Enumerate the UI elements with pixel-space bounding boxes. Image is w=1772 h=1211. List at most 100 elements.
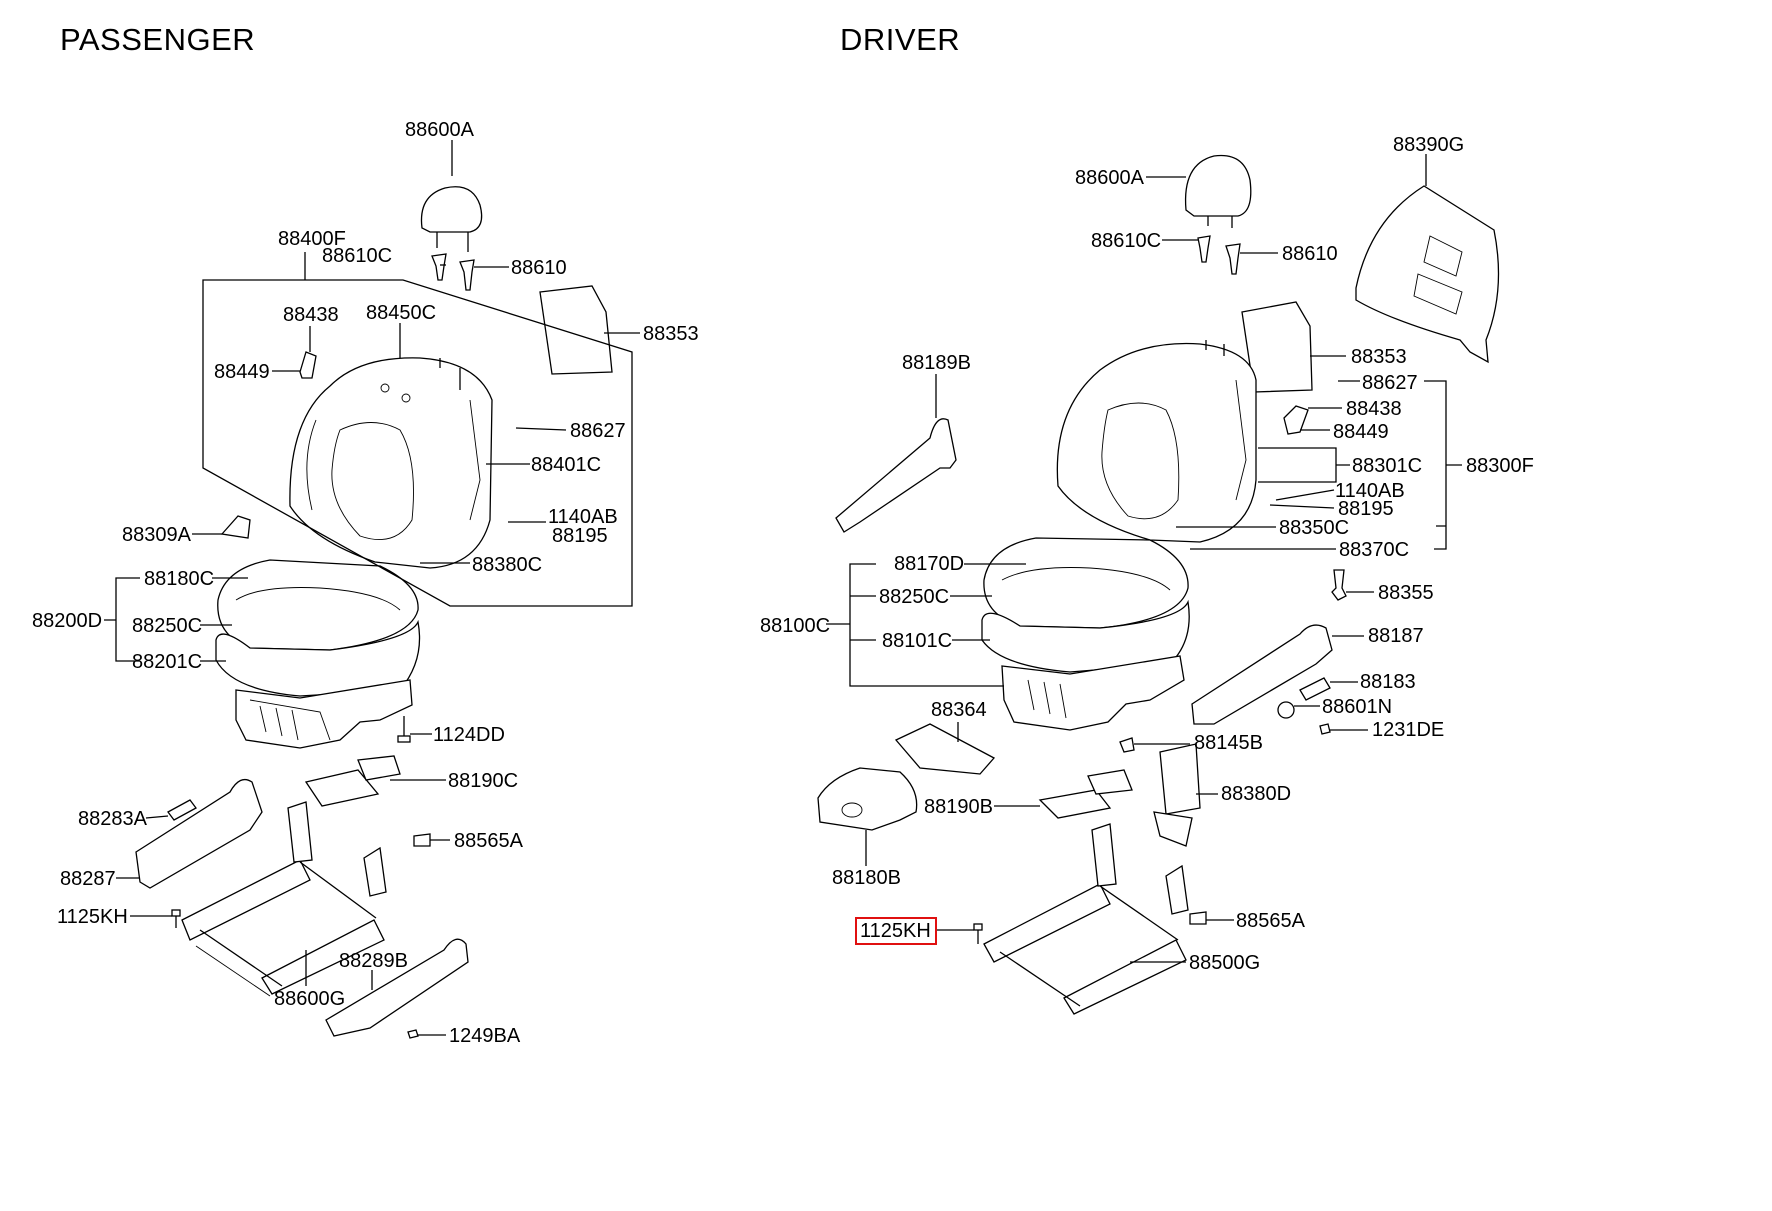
label-88183: 88183: [1360, 671, 1416, 693]
label-d-1125KH: 1125KH: [860, 920, 931, 942]
p-headrest: [420, 186, 483, 252]
highlight-box-1125KH: [855, 917, 937, 945]
label-88370C: 88370C: [1339, 539, 1409, 561]
label-88600A: 88600A: [405, 119, 475, 141]
d-knob-88601N: [1277, 701, 1295, 719]
label-88380D: 88380D: [1221, 783, 1291, 805]
label-88250C: 88250C: [132, 615, 202, 637]
label-88283A: 88283A: [78, 808, 148, 830]
p-pad-88190C: [304, 755, 401, 807]
p-back-panel: [539, 285, 613, 375]
label-88301C: 88301C: [1352, 455, 1422, 477]
passenger-assembly: [104, 186, 633, 1039]
label-88400F: 88400F: [278, 228, 346, 250]
label-1124DD: 1124DD: [433, 724, 505, 746]
passenger-title: PASSENGER: [60, 22, 256, 57]
label-88390G: 88390G: [1393, 134, 1464, 156]
driver-assembly: [817, 154, 1500, 1015]
p-seat-back: [289, 357, 493, 569]
d-pad-88190B: [1038, 769, 1133, 819]
label-88195: 88195: [552, 525, 608, 547]
label-88610: 88610: [511, 257, 567, 279]
label-88190C: 88190C: [448, 770, 518, 792]
label-88180C: 88180C: [144, 568, 214, 590]
label-88187: 88187: [1368, 625, 1424, 647]
label-88100C: 88100C: [760, 615, 830, 637]
passenger-labels: 88600A 88400F 88610C 88610 88353 88438 8…: [32, 119, 699, 1047]
label-88565A: 88565A: [454, 830, 524, 852]
label-d-88610: 88610: [1282, 243, 1338, 265]
label-88500G: 88500G: [1189, 952, 1260, 974]
label-1140AB: 1140AB: [548, 506, 618, 528]
label-1125KH: 1125KH: [57, 906, 128, 928]
d-clip-88565A: [1189, 911, 1207, 925]
label-88309A: 88309A: [122, 524, 192, 546]
p-88200D-bracket: [104, 577, 140, 662]
label-88610C: 88610C: [322, 245, 392, 267]
label-88401C: 88401C: [531, 454, 601, 476]
passenger-leaders: [116, 140, 640, 1036]
d-seat-cushion: [981, 537, 1190, 731]
d-cover-88183: [1299, 677, 1331, 701]
label-d-88565A: 88565A: [1236, 910, 1306, 932]
d-88100C-bracket: [826, 563, 1004, 687]
d-seat-back: [1056, 340, 1257, 543]
label-d-88610C: 88610C: [1091, 230, 1161, 252]
label-d-88195: 88195: [1338, 498, 1394, 520]
label-d-88250C: 88250C: [879, 586, 949, 608]
label-88353: 88353: [643, 323, 699, 345]
d-headrest: [1184, 154, 1252, 228]
driver-title: DRIVER: [840, 22, 961, 57]
label-88300F: 88300F: [1466, 455, 1534, 477]
p-bolt-1125KH: [171, 909, 181, 928]
p-seat-cushion: [215, 559, 421, 749]
d-shield-88187: [1191, 624, 1333, 725]
d-screw-1231DE: [1319, 723, 1331, 735]
label-88438: 88438: [283, 304, 339, 326]
label-d-88600A: 88600A: [1075, 167, 1145, 189]
label-88287: 88287: [60, 868, 116, 890]
d-pad-88180B: [817, 767, 918, 831]
d-88301C-bracket: [1258, 447, 1350, 483]
p-bolt-1124DD: [397, 716, 411, 743]
label-1231DE: 1231DE: [1372, 719, 1444, 741]
p-clip-88565A: [413, 833, 431, 847]
label-1249BA: 1249BA: [449, 1025, 521, 1047]
label-88145B: 88145B: [1194, 732, 1263, 754]
p-clip-88283A: [167, 799, 197, 821]
label-88170D: 88170D: [894, 553, 964, 575]
label-88380C: 88380C: [472, 554, 542, 576]
d-cover-88189B: [835, 418, 957, 533]
label-d-88353: 88353: [1351, 346, 1407, 368]
label-d-1140AB: 1140AB: [1335, 480, 1405, 502]
label-88449: 88449: [214, 361, 270, 383]
label-88355: 88355: [1378, 582, 1434, 604]
label-88627: 88627: [570, 420, 626, 442]
label-88364: 88364: [931, 699, 987, 721]
p-screw-1249BA: [407, 1029, 419, 1039]
d-seat-frame: [983, 823, 1189, 1015]
d-back-cover-88390G: [1355, 185, 1500, 364]
label-88601N: 88601N: [1322, 696, 1392, 718]
label-88450C: 88450C: [366, 302, 436, 324]
label-88101C: 88101C: [882, 630, 952, 652]
label-88180B: 88180B: [832, 867, 901, 889]
label-88600G: 88600G: [274, 988, 345, 1010]
driver-labels: 88390G 88600A 88610C 88610 88189B 88353 …: [760, 134, 1534, 974]
p-88400F-outline: [202, 252, 633, 607]
d-bolt-1125KH: [973, 923, 983, 944]
d-88300F-bracket: [1424, 380, 1462, 550]
label-88289B: 88289B: [339, 950, 408, 972]
p-seat-frame: [181, 801, 387, 997]
p-guides: [431, 253, 475, 291]
p-side-shield-88287: [135, 778, 263, 889]
d-panel-88364: [894, 723, 996, 775]
d-knob: [1283, 405, 1309, 435]
label-88201C: 88201C: [132, 651, 202, 673]
label-88190B: 88190B: [924, 796, 993, 818]
label-88189B: 88189B: [902, 352, 971, 374]
p-knob: [299, 351, 317, 379]
driver-leaders: [865, 154, 1427, 963]
p-cover-88309A: [220, 515, 251, 539]
